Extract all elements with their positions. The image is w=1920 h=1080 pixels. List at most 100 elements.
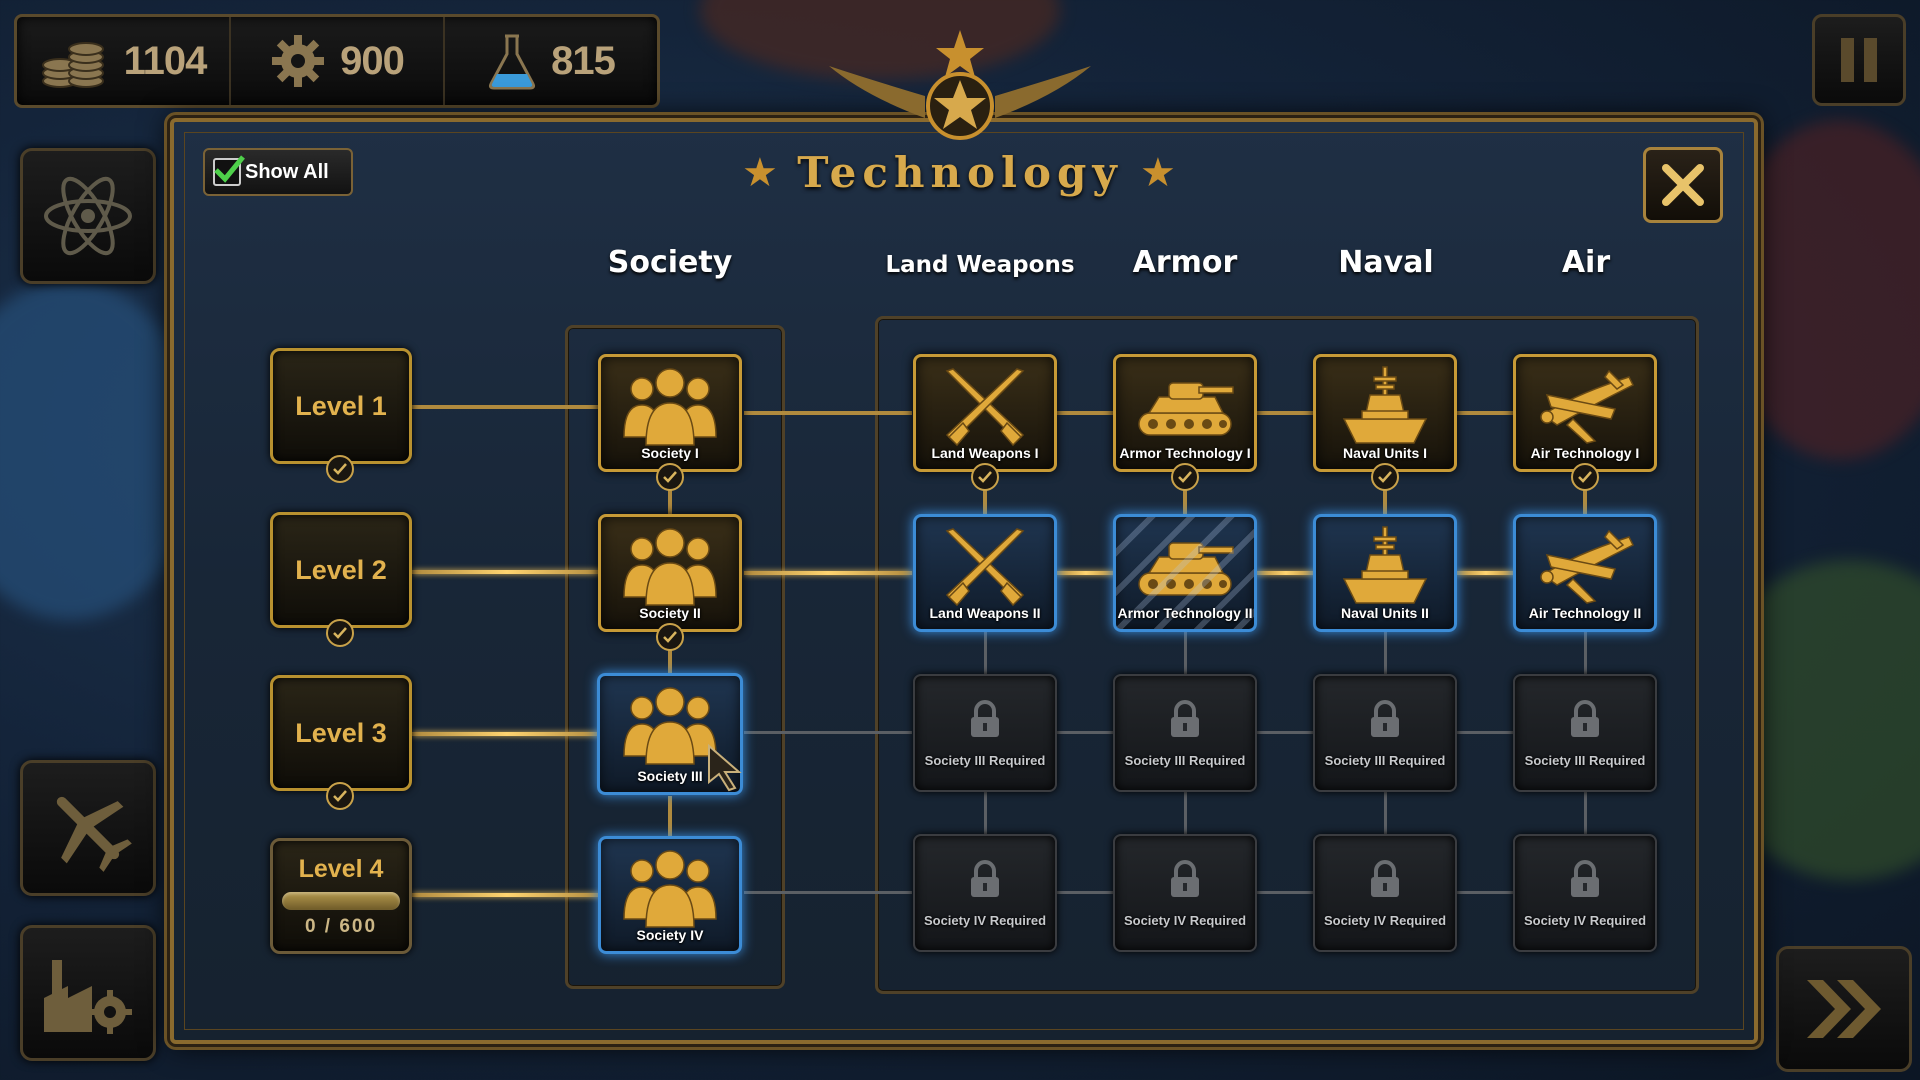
mouse-cursor-icon (708, 743, 742, 792)
next-turn-button[interactable] (1776, 946, 1912, 1072)
node-label: Land Weapons II (929, 605, 1041, 621)
node-label: Land Weapons I (931, 445, 1039, 461)
connector-line (412, 732, 602, 736)
node-label: Society I (641, 445, 699, 461)
tech-node-air-1[interactable]: Air Technology I (1513, 354, 1657, 472)
industry-menu-button[interactable] (20, 925, 156, 1061)
connector-line (1584, 632, 1587, 674)
connector-line (1456, 891, 1516, 894)
research-amount: 815 (551, 38, 616, 83)
tech-node-naval-2[interactable]: Naval Units II (1313, 514, 1457, 632)
tech-node-land-weapons-3-locked[interactable]: Society III Required (913, 674, 1057, 792)
coins-icon (41, 42, 104, 88)
connector-line (1184, 632, 1187, 674)
column-header-armor: Armor (1132, 245, 1238, 280)
level-3-box[interactable]: Level 3 (270, 675, 412, 791)
crossed-rifles-icon (945, 368, 1025, 447)
node-label: Society IV Required (1523, 912, 1647, 928)
level-1-box[interactable]: Level 1 (270, 348, 412, 464)
tech-node-land-weapons-2[interactable]: Land Weapons II (913, 514, 1057, 632)
level-label: Level 1 (295, 390, 387, 421)
land-weapons-1-check-badge (971, 463, 999, 491)
in-progress-hatch (1116, 517, 1254, 629)
lock-icon (1171, 699, 1199, 737)
people-icon (623, 850, 717, 928)
node-label: Society III Required (1324, 752, 1446, 768)
checkmark-icon (663, 471, 677, 483)
lock-icon (1371, 699, 1399, 737)
plane-icon (56, 796, 132, 872)
tech-node-naval-4-locked[interactable]: Society IV Required (1313, 834, 1457, 952)
node-label: Society III Required (1124, 752, 1246, 768)
panel-title: Technology (797, 148, 1123, 197)
connector-line (1256, 411, 1316, 415)
node-label: Naval Units II (1341, 605, 1429, 621)
connector-line (744, 571, 912, 575)
node-label: Air Technology I (1530, 445, 1640, 461)
crossed-rifles-icon (945, 528, 1025, 607)
airplane-icon (1540, 369, 1635, 444)
connector-line (412, 570, 602, 574)
tech-node-land-weapons-1[interactable]: Land Weapons I (913, 354, 1057, 472)
level-label: Level 2 (295, 554, 387, 585)
tech-node-armor-3-locked[interactable]: Society III Required (1113, 674, 1257, 792)
pause-button[interactable] (1812, 14, 1906, 106)
column-header-air: Air (1561, 245, 1611, 280)
level-2-box[interactable]: Level 2 (270, 512, 412, 628)
checkmark-icon (1178, 471, 1192, 483)
checkmark-icon (214, 155, 245, 183)
show-all-checkbox[interactable] (213, 155, 245, 186)
node-label: Society IV Required (1123, 912, 1247, 928)
winged-star-emblem-icon (829, 30, 1091, 140)
tech-node-society-4[interactable]: Society IV (598, 836, 742, 954)
branches-frame (875, 316, 1699, 994)
connector-line (1256, 571, 1316, 575)
connector-line (1456, 411, 1516, 415)
tech-node-air-2[interactable]: Air Technology II (1513, 514, 1657, 632)
connector-line (1456, 731, 1516, 734)
show-all-toggle[interactable]: Show All (203, 148, 353, 196)
air-menu-button[interactable] (20, 760, 156, 896)
level-label: Level 4 (298, 854, 384, 883)
lock-icon (971, 859, 999, 897)
connector-line (1056, 731, 1116, 734)
node-label: Society IV Required (1323, 912, 1447, 928)
atom-icon (44, 176, 132, 256)
tech-node-air-4-locked[interactable]: Society IV Required (1513, 834, 1657, 952)
tech-node-armor-1[interactable]: Armor Technology I (1113, 354, 1257, 472)
connector-line (1256, 891, 1316, 894)
connector-line (1584, 792, 1587, 834)
tech-node-armor-4-locked[interactable]: Society IV Required (1113, 834, 1257, 952)
tech-node-naval-1[interactable]: Naval Units I (1313, 354, 1457, 472)
tech-node-society-2[interactable]: Society II (598, 514, 742, 632)
tech-node-air-3-locked[interactable]: Society III Required (1513, 674, 1657, 792)
society-column-frame (565, 325, 785, 989)
lock-icon (971, 699, 999, 737)
level-4-progress-bar (282, 891, 400, 910)
tech-node-naval-3-locked[interactable]: Society III Required (1313, 674, 1457, 792)
air-1-check-badge (1571, 463, 1599, 491)
title-star-left-icon: ★ (742, 150, 778, 196)
tech-node-land-weapons-4-locked[interactable]: Society IV Required (913, 834, 1057, 952)
checkmark-icon (333, 627, 347, 639)
level-1-check-badge (326, 455, 354, 483)
connector-line (668, 648, 672, 674)
gear-icon (272, 35, 325, 87)
connector-line (1456, 571, 1516, 575)
node-label: Armor Technology I (1119, 445, 1251, 461)
level-4-box[interactable]: Level 4 0 / 600 (270, 838, 412, 954)
connector-line (1383, 488, 1387, 516)
people-icon (623, 687, 717, 765)
tech-node-armor-2[interactable]: Armor Technology II (1113, 514, 1257, 632)
resource-industry: 900 (231, 17, 445, 105)
tech-node-society-1[interactable]: Society I (598, 354, 742, 472)
connector-line (1056, 571, 1116, 575)
connector-line (412, 893, 602, 897)
connector-line (744, 411, 912, 415)
connector-line (744, 731, 912, 734)
node-label: Armor Technology II (1117, 605, 1253, 621)
research-menu-button[interactable] (20, 148, 156, 284)
tank-icon (1138, 382, 1234, 436)
close-button[interactable] (1643, 147, 1723, 223)
close-icon (1662, 164, 1704, 206)
